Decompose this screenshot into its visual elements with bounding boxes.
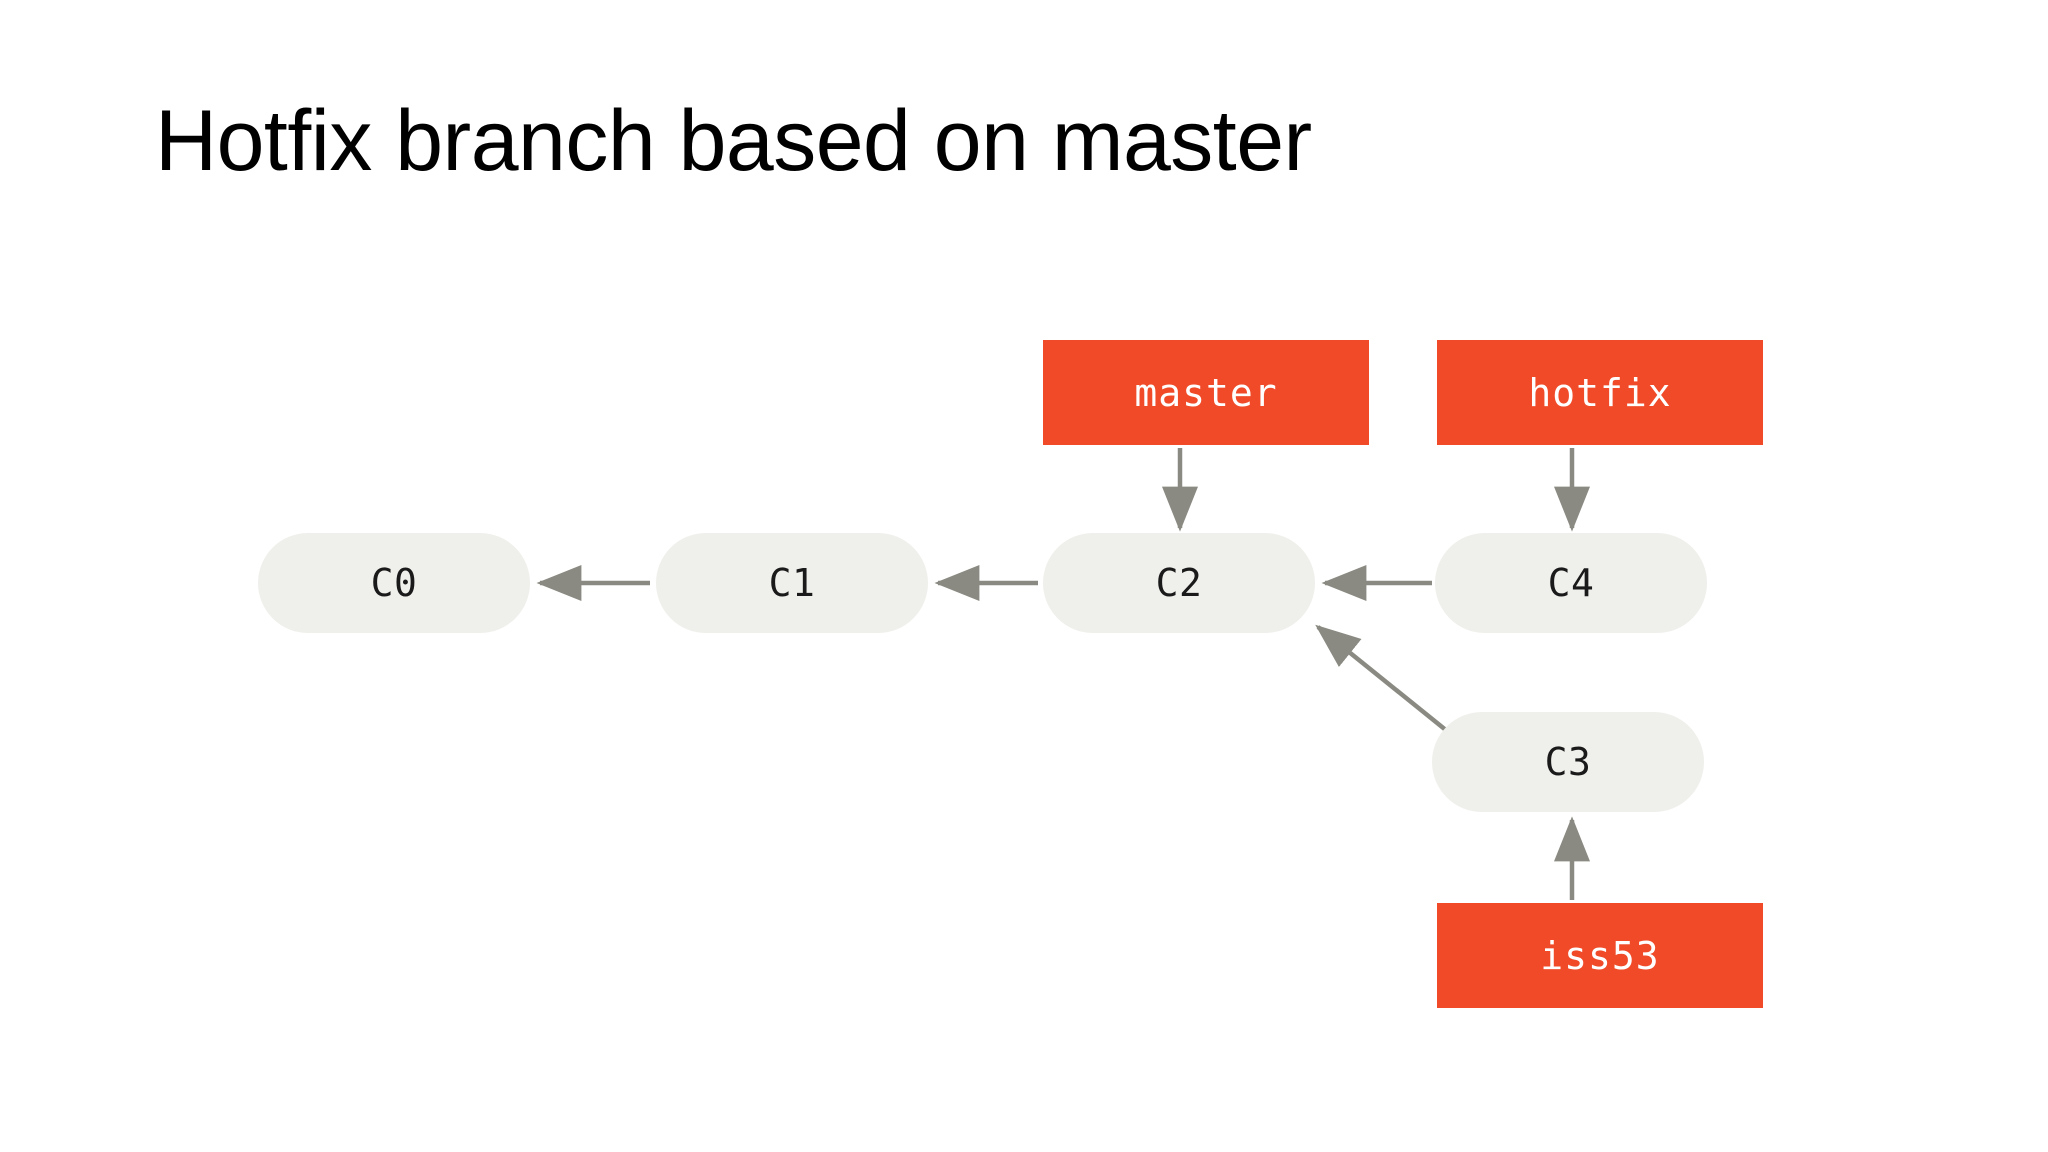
branch-label-hotfix[interactable]: hotfix xyxy=(1437,340,1763,445)
branch-name: iss53 xyxy=(1540,933,1660,978)
branch-name: hotfix xyxy=(1528,370,1672,415)
commit-label: C3 xyxy=(1544,740,1592,784)
commit-label: C2 xyxy=(1155,561,1203,605)
branch-label-iss53[interactable]: iss53 xyxy=(1437,903,1763,1008)
commit-label: C0 xyxy=(370,561,418,605)
page-title: Hotfix branch based on master xyxy=(155,93,1312,189)
commit-node-c2[interactable]: C2 xyxy=(1043,533,1315,633)
edge-c3-to-c2 xyxy=(1315,624,1454,737)
commit-node-c1[interactable]: C1 xyxy=(656,533,928,633)
branch-name: master xyxy=(1134,370,1278,415)
commit-node-c3[interactable]: C3 xyxy=(1432,712,1704,812)
commit-node-c0[interactable]: C0 xyxy=(258,533,530,633)
commit-label: C4 xyxy=(1547,561,1595,605)
commit-label: C1 xyxy=(768,561,816,605)
commit-node-c4[interactable]: C4 xyxy=(1435,533,1707,633)
branch-label-master[interactable]: master xyxy=(1043,340,1369,445)
